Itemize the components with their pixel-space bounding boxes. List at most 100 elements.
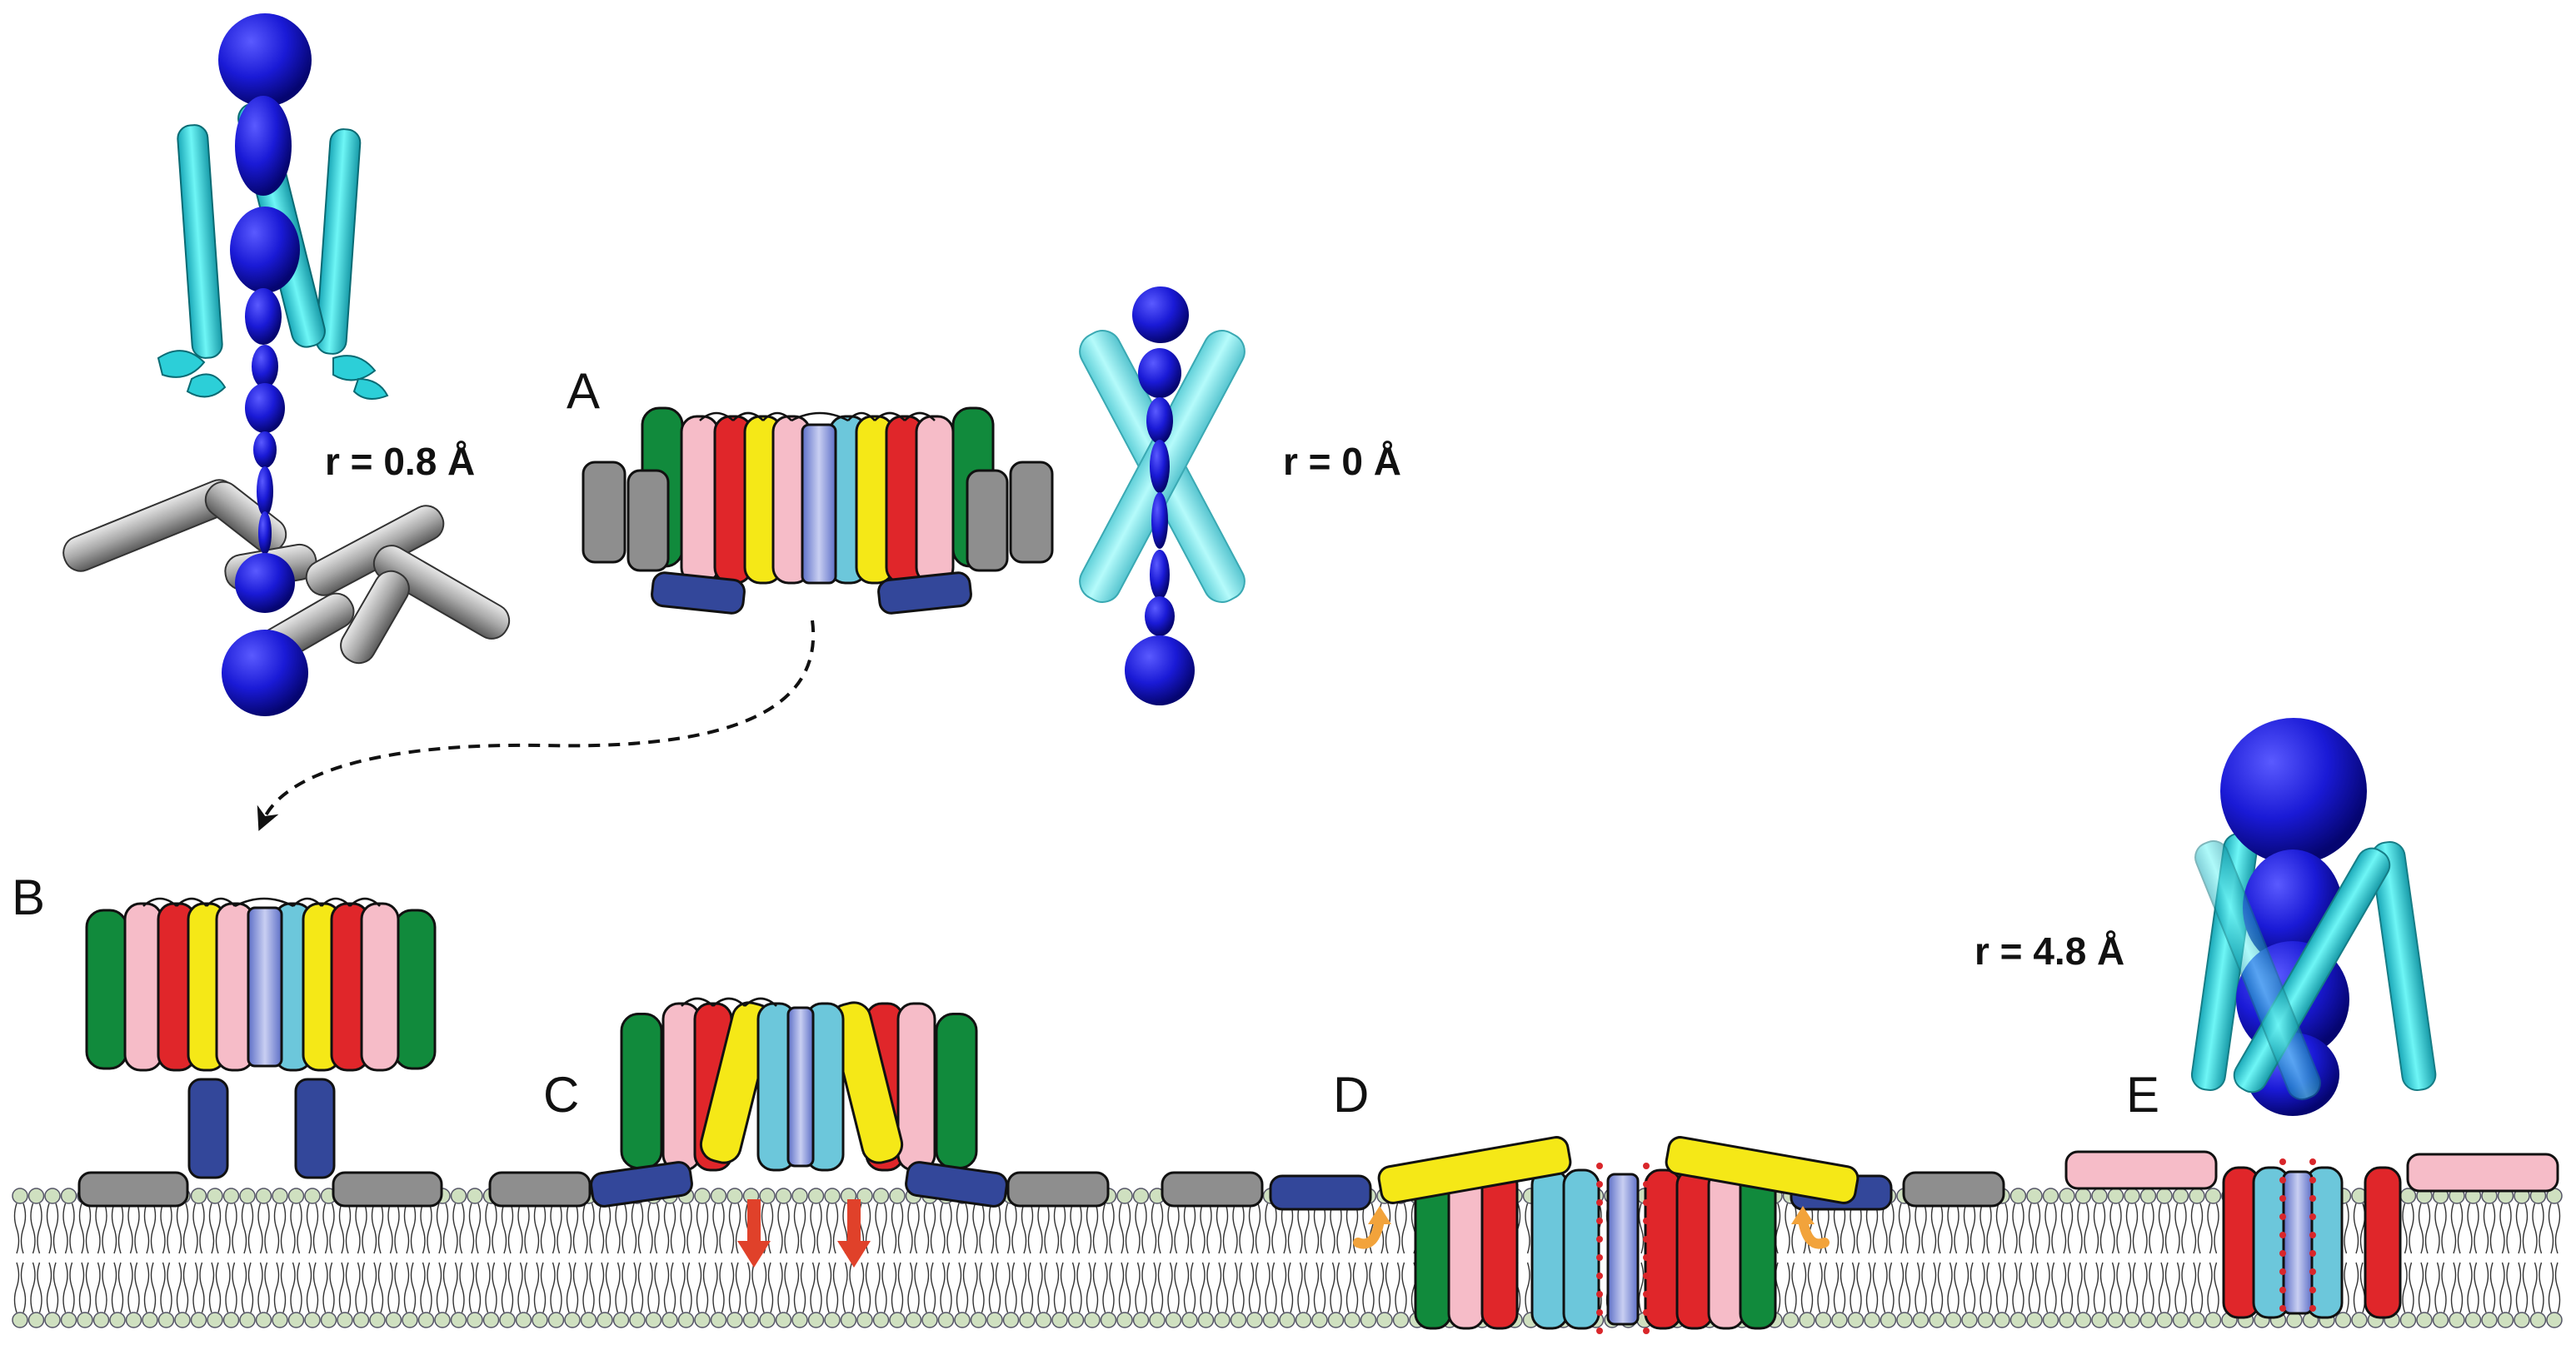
lipid-tail-top <box>273 1203 287 1254</box>
lipid-head-top <box>759 1188 776 1204</box>
lipid-tail-bottom <box>1135 1262 1147 1313</box>
pore-marker-dot <box>1643 1181 1650 1188</box>
lipid-tail-top <box>777 1203 790 1254</box>
lipid-tail-top <box>371 1203 384 1254</box>
lipid-tail-top <box>1102 1203 1115 1254</box>
lipid-head-bottom <box>207 1312 223 1328</box>
lipid-head-bottom <box>174 1312 191 1328</box>
lipid-head-bottom <box>320 1312 337 1328</box>
lipid-tail-top <box>2434 1203 2447 1254</box>
lipid-head-bottom <box>1782 1312 1800 1328</box>
lipid-tail-top <box>2077 1203 2089 1254</box>
lipid-tail-bottom <box>598 1262 612 1313</box>
lipid-tail-bottom <box>2190 1262 2204 1313</box>
lipid-tail-bottom <box>2499 1262 2512 1313</box>
lipid-head-bottom <box>1864 1312 1880 1328</box>
lipid-tail-bottom <box>1947 1262 1959 1313</box>
lipid-tail-bottom <box>1053 1262 1066 1313</box>
loop-connector <box>206 897 236 907</box>
lipid-head-bottom <box>1149 1312 1166 1328</box>
lipid-tail-bottom <box>988 1262 1001 1313</box>
lipid-tail-bottom <box>1232 1262 1245 1313</box>
lipid-tail-bottom <box>1833 1262 1846 1313</box>
lipid-head-top <box>27 1188 45 1204</box>
lipid-tail-top <box>208 1203 222 1254</box>
lipid-tail-bottom <box>143 1262 157 1313</box>
lipid-tail-top <box>387 1203 400 1254</box>
lipid-head-bottom <box>2529 1312 2547 1328</box>
lipid-tail-bottom <box>1200 1262 1212 1313</box>
lipid-tail-top <box>1850 1203 1862 1254</box>
lipid-head-bottom <box>2042 1312 2059 1328</box>
lipid-tail-bottom <box>1118 1262 1131 1313</box>
lipid-head-bottom <box>742 1312 760 1328</box>
lipid-tail-bottom <box>2109 1262 2122 1313</box>
lipid-head-bottom <box>1051 1312 1068 1328</box>
pore-marker-dot <box>1643 1328 1650 1334</box>
loop-connector <box>234 897 294 908</box>
lipid-tail-bottom <box>208 1262 222 1313</box>
pink-helix-flat <box>2064 1150 2218 1190</box>
lipid-tail-bottom <box>160 1262 172 1313</box>
lipid-tail-bottom <box>46 1262 59 1313</box>
lipid-head-top <box>222 1188 240 1204</box>
pore-marker-dot <box>2279 1213 2286 1220</box>
lipid-tail-bottom <box>2515 1262 2529 1313</box>
lipid-head-bottom <box>986 1312 1003 1328</box>
lipid-tail-top <box>1882 1203 1895 1254</box>
lipid-head-bottom <box>954 1312 971 1328</box>
lipid-tail-top <box>306 1203 319 1254</box>
lipid-tail-bottom <box>1167 1262 1180 1313</box>
pore-marker-dot <box>2279 1305 2286 1312</box>
lipid-head-top <box>791 1188 808 1204</box>
lipid-tail-bottom <box>680 1262 692 1313</box>
lipid-head-bottom <box>970 1312 987 1328</box>
panel-b: B <box>12 869 443 1208</box>
lipid-head-bottom <box>1116 1312 1133 1328</box>
yellow-helix-tilted <box>699 1001 774 1164</box>
barrel-helix <box>1530 1168 1569 1330</box>
green-helix <box>393 909 437 1070</box>
navy-subunit <box>187 1078 229 1179</box>
lipid-tail-top <box>1898 1203 1911 1254</box>
panel-label-c: C <box>543 1067 579 1123</box>
lipid-head-bottom <box>1214 1312 1231 1328</box>
lipid-head-bottom <box>872 1312 890 1328</box>
panel-label-d: D <box>1333 1067 1369 1123</box>
lipid-tail-top <box>403 1203 417 1254</box>
lipid-tail-top <box>647 1203 660 1254</box>
lipid-head-bottom <box>889 1312 906 1328</box>
lipid-head-top <box>1132 1188 1150 1204</box>
lipid-tail-top <box>1200 1203 1212 1254</box>
pore-marker-dot <box>1596 1291 1603 1298</box>
lipid-tail-top <box>2190 1203 2204 1254</box>
lipid-tail-bottom <box>2434 1262 2447 1313</box>
lipid-tail-bottom <box>95 1262 107 1313</box>
lipid-tail-top <box>1947 1203 1959 1254</box>
lipid-tail-top <box>257 1203 270 1254</box>
lipid-head-top <box>872 1188 890 1204</box>
lipid-tail-bottom <box>1297 1262 1310 1313</box>
lipid-tail-bottom <box>1265 1262 1277 1313</box>
pore-marker-dot <box>1596 1236 1603 1243</box>
lipid-tail-bottom <box>1216 1262 1229 1313</box>
lipid-head-top <box>1116 1188 1133 1204</box>
lipid-head-bottom <box>1392 1312 1410 1328</box>
pore-marker-dot <box>2309 1268 2316 1275</box>
pore-marker-dot <box>1596 1199 1603 1206</box>
lipid-tail-top <box>1216 1203 1229 1254</box>
lipid-head-bottom <box>1944 1312 1962 1328</box>
lipid-tail-bottom <box>322 1262 335 1313</box>
lipid-tail-bottom <box>663 1262 676 1313</box>
green-helix <box>620 1013 663 1169</box>
barrel-helix <box>1562 1168 1600 1330</box>
barrel-helix <box>680 415 720 585</box>
lipid-tail-bottom <box>1995 1262 2009 1313</box>
lipid-head-bottom <box>1100 1312 1117 1328</box>
lipid-head-bottom <box>1929 1312 1945 1328</box>
lipid-head-bottom <box>1279 1312 1295 1328</box>
pore-marker-dot <box>1643 1199 1650 1206</box>
navy-subunit <box>877 571 972 615</box>
lipid-tail-bottom <box>2532 1262 2544 1313</box>
